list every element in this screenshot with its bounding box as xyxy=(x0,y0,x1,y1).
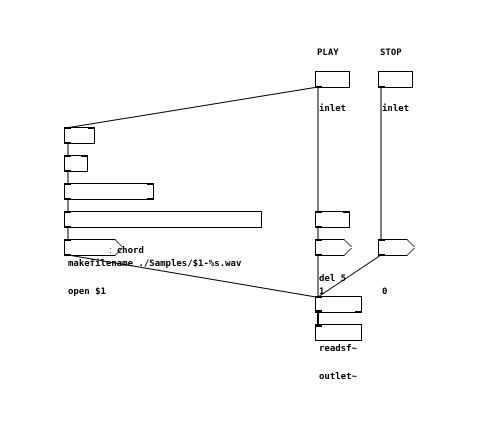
inlet-nub[interactable] xyxy=(315,211,322,213)
outlet-nub[interactable] xyxy=(378,254,385,256)
text-get-object[interactable]: text get chord xyxy=(64,183,154,256)
inlet-nub[interactable] xyxy=(64,155,71,157)
inlet-nub[interactable] xyxy=(315,296,322,298)
cord-inlet-play-to-i[interactable] xyxy=(65,86,319,129)
readsf-object[interactable]: readsf~ xyxy=(315,296,362,354)
open-message[interactable]: open $1 xyxy=(64,239,110,297)
outlet-nub[interactable] xyxy=(64,198,71,200)
one-message[interactable]: 1 xyxy=(315,239,339,297)
outlet-nub[interactable] xyxy=(315,86,322,88)
inlet-nub[interactable] xyxy=(64,239,71,241)
play-label: PLAY xyxy=(317,48,339,58)
outlet-nub[interactable] xyxy=(315,254,322,256)
stop-label: STOP xyxy=(380,48,402,58)
del-object[interactable]: del 5 xyxy=(315,211,350,284)
inlet-nub[interactable] xyxy=(64,211,71,213)
inlet-nub[interactable] xyxy=(64,183,71,185)
inlet-stop-object[interactable]: inlet xyxy=(378,71,413,114)
inlet-nub-right[interactable] xyxy=(343,211,350,213)
open-message-text: open $1 xyxy=(68,287,106,297)
outlet-nub[interactable] xyxy=(64,254,71,256)
inlet-nub[interactable] xyxy=(315,239,322,241)
outlet-nub[interactable] xyxy=(64,226,71,228)
outlet-nub-right[interactable] xyxy=(355,311,362,313)
inlet-nub[interactable] xyxy=(378,239,385,241)
zero-message[interactable]: 0 xyxy=(378,239,402,297)
outlet-nub[interactable] xyxy=(64,170,71,172)
outlet-nub-right[interactable] xyxy=(147,198,154,200)
inlet-play-object[interactable]: inlet xyxy=(315,71,350,114)
readsf-object-text: readsf~ xyxy=(319,344,357,354)
makefilename-object[interactable]: makefilename ./Samples/$1-%s.wav xyxy=(64,211,262,269)
outlet-nub[interactable] xyxy=(378,86,385,88)
inlet-play-text: inlet xyxy=(319,104,347,114)
outlet-object-text: outlet~ xyxy=(319,372,357,382)
signal-inlet-nub[interactable] xyxy=(315,324,322,327)
outlet-nub[interactable] xyxy=(64,142,71,144)
outlet-object[interactable]: outlet~ xyxy=(315,324,362,382)
inlet-nub-right[interactable] xyxy=(81,155,88,157)
i-object[interactable]: i $1 xyxy=(64,127,95,200)
minus-object[interactable]: - 1 xyxy=(64,155,88,228)
inlet-nub[interactable] xyxy=(64,127,71,129)
inlet-nub-right[interactable] xyxy=(88,127,95,129)
inlet-stop-text: inlet xyxy=(382,104,410,114)
cord-open-to-readsf[interactable] xyxy=(67,254,317,298)
zero-message-text: 0 xyxy=(382,287,388,297)
outlet-nub[interactable] xyxy=(315,226,322,228)
cord-zero-to-readsf[interactable] xyxy=(317,254,382,298)
one-message-text: 1 xyxy=(319,287,325,297)
signal-outlet-nub[interactable] xyxy=(315,310,322,313)
inlet-nub-right[interactable] xyxy=(147,183,154,185)
